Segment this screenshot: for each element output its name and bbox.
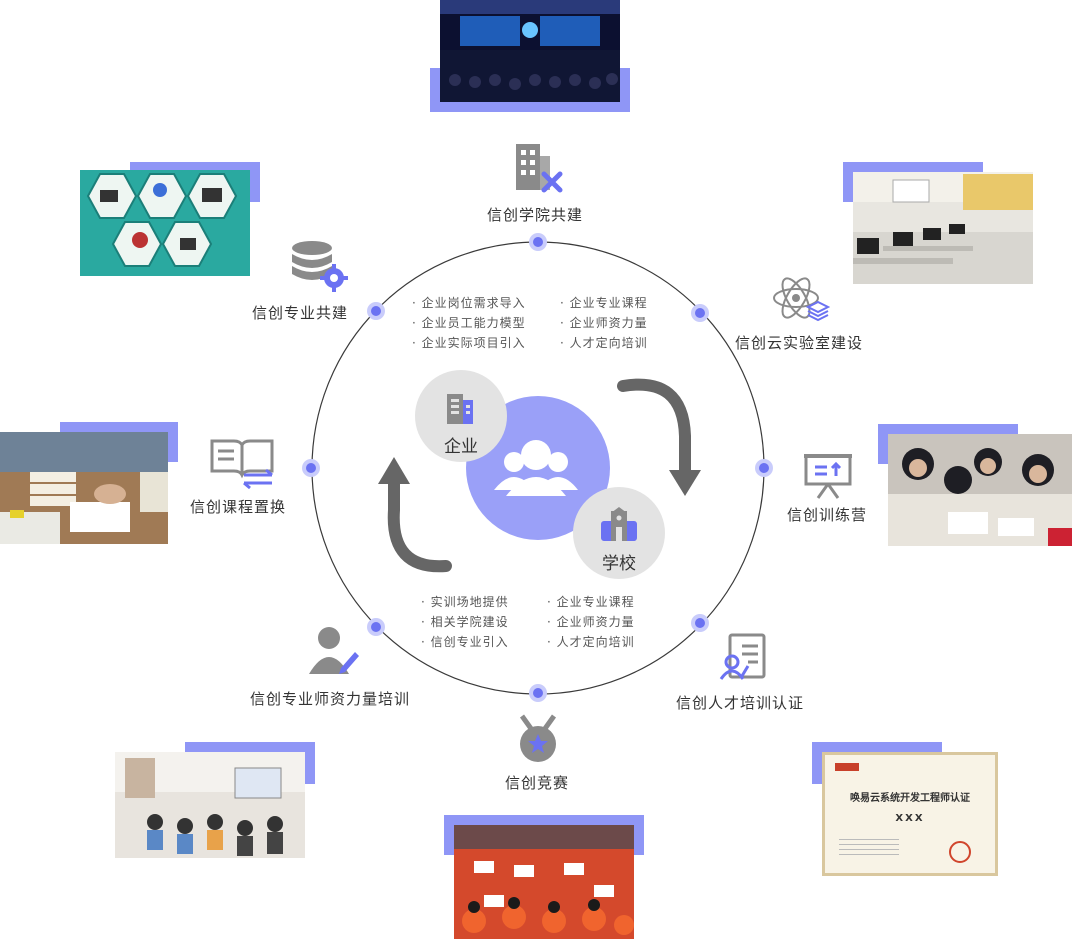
certificate-seal [949, 841, 971, 863]
node-label-academy: 信创学院共建 [487, 206, 584, 224]
certificate-title: 唤易云系统开发工程师认证 [850, 793, 970, 804]
teacher-edit-icon [309, 627, 359, 674]
ring-dot-certification [691, 614, 709, 632]
node-label-certification: 信创人才培训认证 [676, 694, 805, 712]
building-tools-icon [516, 144, 563, 193]
ring-dot-course [302, 459, 320, 477]
bullets-bottom-right: · 企业专业课程· 企业师资力量· 人才定向培训 [547, 595, 635, 649]
enterprise-label: 企业 [444, 437, 478, 457]
node-label-lab: 信创云实验室建设 [735, 334, 864, 352]
ring-dot-lab [691, 304, 709, 322]
node-label-course-exchange: 信创课程置换 [190, 498, 287, 516]
school-icon [601, 507, 637, 541]
ring-dot-competition [529, 684, 547, 702]
ring-dot-academy [529, 233, 547, 251]
photo-computer-lab [843, 162, 1033, 284]
bullets-bottom-left: · 实训场地提供· 相关学院建设· 信创专业引入 [421, 595, 509, 649]
people-icon [494, 440, 578, 496]
enterprise-badge: 企业 [415, 370, 507, 462]
certificate-fine-print [839, 839, 899, 859]
cycle-arrow-right [617, 378, 691, 478]
certificate-user-icon [719, 633, 766, 680]
photo-competition [444, 815, 644, 939]
node-label-major: 信创专业共建 [252, 304, 349, 322]
certificate-logo [835, 763, 859, 771]
ring-dot-training-camp [755, 459, 773, 477]
school-label: 学校 [602, 554, 636, 574]
photo-classroom [115, 742, 315, 858]
node-label-competition: 信创竞赛 [505, 774, 570, 792]
building-icon [447, 394, 473, 424]
bullets-top-right: · 企业专业课程· 企业师资力量· 人才定向培训 [560, 296, 648, 350]
cycle-arrow-left [387, 474, 452, 573]
photo-honeycomb-wall [80, 162, 260, 276]
photo-training-camp [878, 424, 1072, 546]
ring-dot-major [367, 302, 385, 320]
photo-certificate: 唤易云系统开发工程师认证 XXX [812, 742, 998, 876]
database-gear-icon [292, 241, 348, 292]
node-label-training-camp: 信创训练营 [787, 506, 868, 524]
atom-layers-icon [773, 277, 830, 322]
bullets-top-left: · 企业岗位需求导入· 企业员工能力模型· 企业实际项目引入 [412, 296, 526, 350]
school-badge: 学校 [573, 487, 665, 579]
book-exchange-icon [210, 439, 274, 489]
photo-books [0, 422, 178, 544]
presentation-board-icon [804, 454, 852, 499]
ring-dot-teacher [367, 618, 385, 636]
photo-conference [430, 0, 630, 112]
certificate-name: XXX [895, 813, 925, 824]
node-label-teacher-training: 信创专业师资力量培训 [250, 690, 411, 708]
medal-icon [519, 714, 557, 762]
